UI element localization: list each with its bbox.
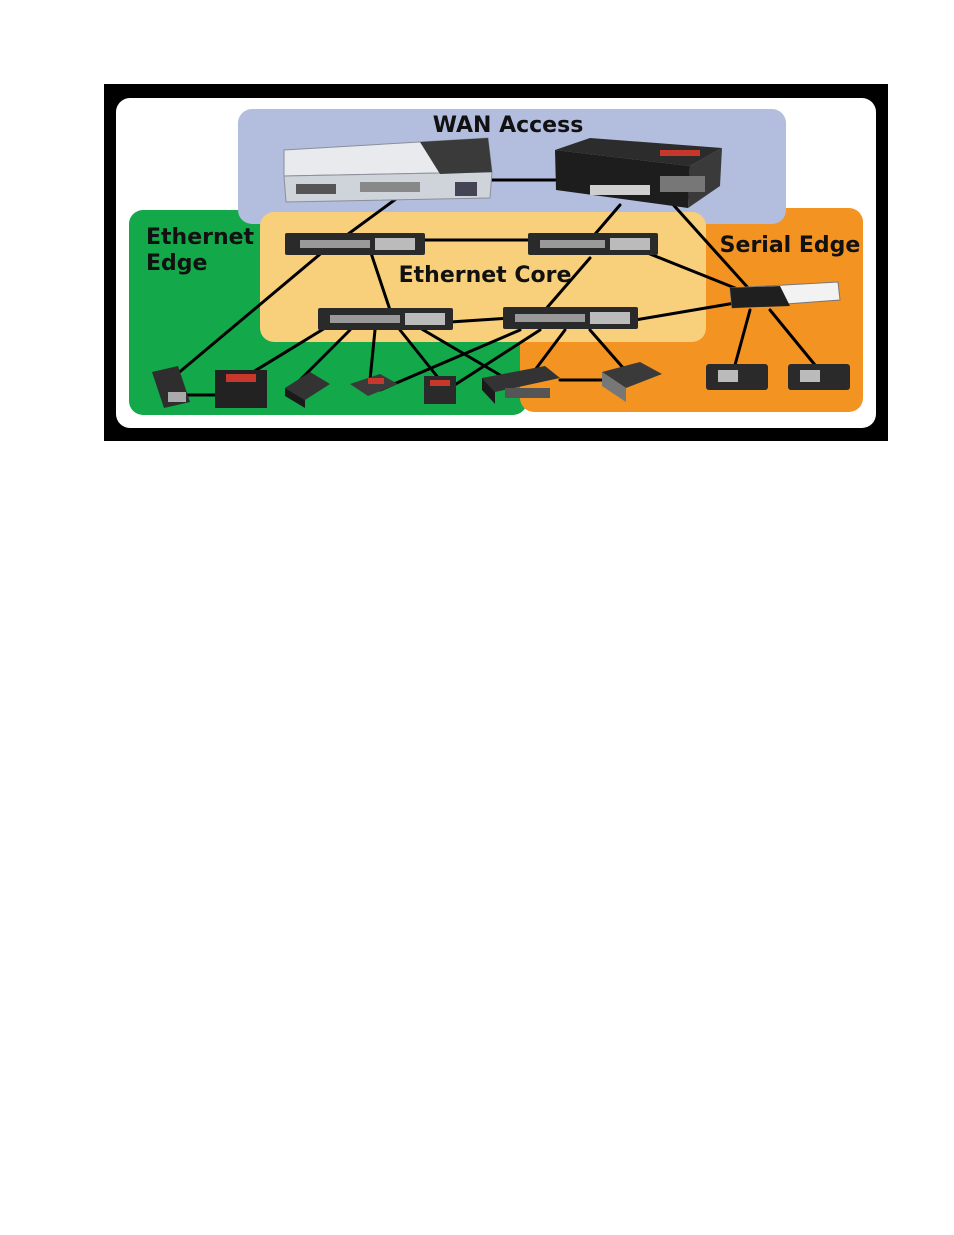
core-switch-3	[318, 308, 453, 330]
zone-label-wan-access: WAN Access	[433, 113, 584, 138]
edge-device-5	[424, 376, 456, 404]
zone-label-serial-edge: Serial Edge	[720, 233, 861, 258]
serial-device-1	[706, 364, 768, 390]
serial-device-2	[788, 364, 850, 390]
core-switch-1	[285, 233, 425, 255]
zone-label-ethernet-core: Ethernet Core	[399, 263, 572, 288]
core-switch-2	[528, 233, 658, 255]
zone-label-ethernet-edge-line1: Ethernet	[146, 225, 255, 250]
core-switch-4	[503, 307, 638, 329]
edge-device-2	[215, 370, 267, 408]
zone-label-ethernet-edge-line2: Edge	[146, 251, 207, 276]
